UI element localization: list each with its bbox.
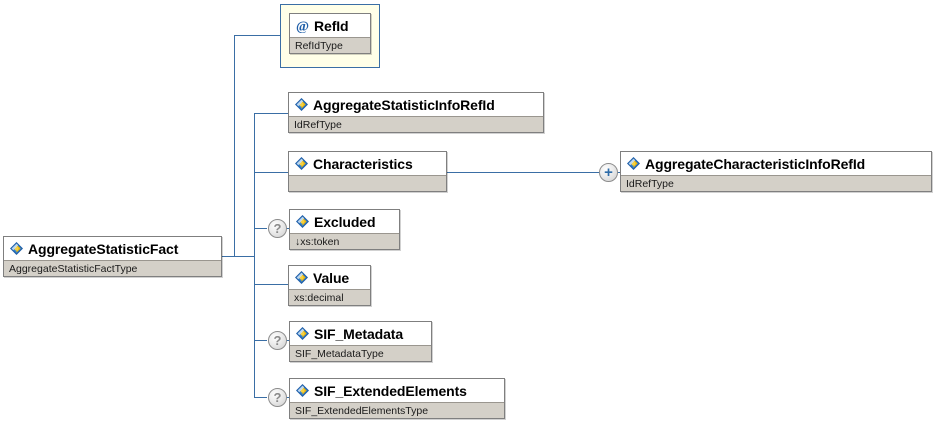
child2-header: Characteristics <box>289 152 446 175</box>
connector-badge-lead-6 <box>286 397 289 398</box>
root-type: AggregateStatisticFactType <box>4 260 221 276</box>
node-characteristics[interactable]: Characteristics <box>288 151 447 192</box>
refid-name: RefId <box>314 17 349 34</box>
child4-header: Value <box>289 266 370 289</box>
expand-badge-aggregate-characteristic-info-refid[interactable]: + <box>599 163 618 182</box>
connector-characteristics-to-grandchild <box>447 172 599 173</box>
element-icon <box>295 214 310 229</box>
connector-badge-lead-5 <box>286 340 289 341</box>
grandchild-header: AggregateCharacteristicInfoRefId <box>621 152 931 175</box>
connector-attribute-vertical <box>234 35 235 257</box>
child2-name: Characteristics <box>313 155 413 172</box>
root-header: AggregateStatisticFact <box>4 237 221 260</box>
child3-type-row: ↓xs:token <box>290 233 399 249</box>
optional-badge-sif-extended-elements[interactable]: ? <box>268 388 287 407</box>
optional-badge-sif-metadata[interactable]: ? <box>268 331 287 350</box>
grandchild-name: AggregateCharacteristicInfoRefId <box>645 155 866 172</box>
child6-type: SIF_ExtendedElementsType <box>290 402 504 418</box>
child3-name: Excluded <box>314 213 376 230</box>
node-excluded[interactable]: Excluded ↓xs:token <box>289 209 400 250</box>
connector-element-spine <box>254 113 255 398</box>
element-icon <box>295 383 310 398</box>
node-aggregate-statistic-info-refid[interactable]: AggregateStatisticInfoRefId IdRefType <box>288 92 544 133</box>
connector-badge-lead-3 <box>286 228 289 229</box>
refid-header: @ RefId <box>290 14 370 37</box>
child3-header: Excluded <box>290 210 399 233</box>
optional-badge-label: ? <box>273 390 282 405</box>
optional-badge-label: ? <box>273 333 282 348</box>
child1-type: IdRefType <box>289 116 543 132</box>
grandchild-type: IdRefType <box>621 175 931 191</box>
connector-element-spine-stub <box>234 256 255 257</box>
node-value[interactable]: Value xs:decimal <box>288 265 371 306</box>
connector-child-2 <box>254 172 288 173</box>
node-attribute-refid[interactable]: @ RefId RefIdType <box>289 13 371 54</box>
connector-attribute-horizontal <box>234 35 281 36</box>
root-name: AggregateStatisticFact <box>28 240 179 257</box>
node-aggregate-characteristic-info-refid[interactable]: AggregateCharacteristicInfoRefId IdRefTy… <box>620 151 932 192</box>
element-icon <box>294 156 309 171</box>
child1-name: AggregateStatisticInfoRefId <box>313 96 495 113</box>
child5-header: SIF_Metadata <box>290 322 431 345</box>
element-icon <box>294 270 309 285</box>
connector-child-6 <box>254 397 267 398</box>
refid-type: RefIdType <box>290 37 370 53</box>
child5-type: SIF_MetadataType <box>290 345 431 361</box>
connector-child-5 <box>254 340 267 341</box>
optional-badge-excluded[interactable]: ? <box>268 219 287 238</box>
svg-text:@: @ <box>296 19 309 33</box>
element-icon <box>626 156 641 171</box>
child4-type: xs:decimal <box>289 289 370 305</box>
node-sif-metadata[interactable]: SIF_Metadata SIF_MetadataType <box>289 321 432 362</box>
expand-badge-label: + <box>604 164 613 181</box>
derived-type-arrow-icon: ↓ <box>295 235 301 248</box>
child3-type: xs:token <box>300 235 340 248</box>
element-icon <box>295 326 310 341</box>
node-root-aggregate-statistic-fact[interactable]: AggregateStatisticFact AggregateStatisti… <box>3 236 222 277</box>
connector-child-3 <box>254 228 267 229</box>
attribute-icon: @ <box>295 18 310 33</box>
node-sif-extended-elements[interactable]: SIF_ExtendedElements SIF_ExtendedElement… <box>289 378 505 419</box>
element-icon <box>9 241 24 256</box>
connector-child-4 <box>254 284 288 285</box>
element-icon <box>294 97 309 112</box>
connector-root-stub <box>222 256 235 257</box>
optional-badge-label: ? <box>273 221 282 236</box>
child1-header: AggregateStatisticInfoRefId <box>289 93 543 116</box>
child6-name: SIF_ExtendedElements <box>314 382 467 399</box>
child2-type <box>289 175 446 191</box>
child6-header: SIF_ExtendedElements <box>290 379 504 402</box>
child4-name: Value <box>313 269 350 286</box>
connector-grandchild-lead <box>617 172 621 173</box>
connector-child-1 <box>254 113 288 114</box>
child5-name: SIF_Metadata <box>314 325 404 342</box>
